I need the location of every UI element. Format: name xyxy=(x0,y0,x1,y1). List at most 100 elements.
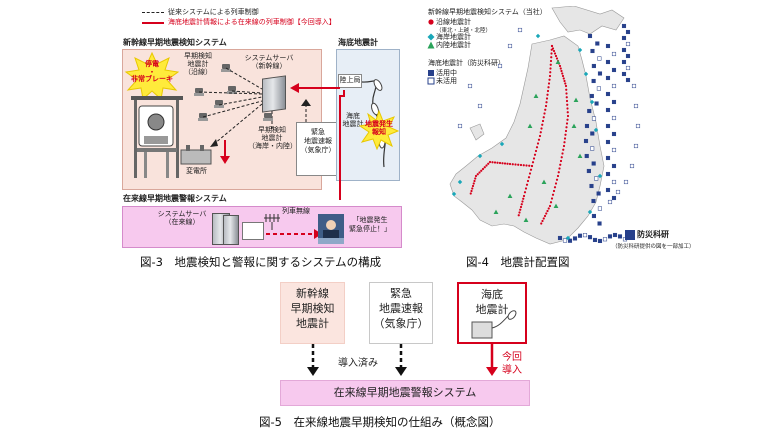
ocean-seismometer-marker xyxy=(577,233,583,238)
land-station-label: 陸上局 xyxy=(339,76,361,84)
along-line-marker xyxy=(559,163,562,166)
along-line-marker xyxy=(474,174,478,178)
along-line-marker xyxy=(496,161,499,164)
legend-not-used-square xyxy=(427,77,435,85)
blackout-label: 停電 ・ 非常ブレーキ xyxy=(131,60,173,84)
along-line-marker xyxy=(543,214,547,218)
ocean-seismometer-marker xyxy=(591,198,596,204)
along-line-marker xyxy=(526,179,530,183)
fig4-caption: 図-4 地震計配置図 xyxy=(466,255,570,269)
ocean-seismometer-marker xyxy=(467,83,473,89)
ocean-seismometer-marker xyxy=(477,103,483,109)
sensor-icon xyxy=(263,113,273,121)
quake-report-label: 地震発生 報知 xyxy=(365,120,393,137)
along-line-marker xyxy=(488,160,492,164)
ocean-seismometer-marker xyxy=(605,171,611,177)
ocean-seismometer-marker xyxy=(590,48,595,54)
ocean-seismometer-marker xyxy=(605,123,611,129)
coast-seismometer-marker xyxy=(565,235,571,241)
ocean-seismometer-marker xyxy=(592,237,598,243)
along-line-marker xyxy=(558,64,562,68)
ocean-seismometer-marker xyxy=(625,41,631,47)
ocean-seismometer-marker xyxy=(607,234,613,239)
ocean-seismometer-marker xyxy=(590,131,595,136)
along-line-marker xyxy=(564,82,567,85)
sensor-icon xyxy=(194,88,204,96)
ocean-seismometer-marker xyxy=(621,47,627,53)
along-line-marker xyxy=(491,161,494,164)
along-line-marker xyxy=(536,142,540,145)
ocean-seismometer-marker xyxy=(595,41,600,46)
ocean-seismometer-marker xyxy=(589,93,594,99)
ocean-seismometer-marker xyxy=(605,59,611,65)
along-line-marker xyxy=(561,152,564,155)
along-line-marker xyxy=(545,97,549,100)
system-server-shinkansen-label: システムサーバ （新幹線） xyxy=(244,54,294,71)
along-line-marker xyxy=(547,82,551,85)
inland-seismometer-marker xyxy=(507,193,513,198)
along-line-marker xyxy=(565,126,568,129)
along-line-marker xyxy=(546,93,549,96)
ocean-seismometer-marker xyxy=(594,101,599,106)
along-line-marker xyxy=(543,112,546,115)
ocean-seismometer-marker xyxy=(557,235,563,241)
inland-seismometer-marker xyxy=(533,93,539,98)
inland-seismometer-marker xyxy=(523,217,529,222)
along-line-marker xyxy=(565,122,569,125)
along-line-marker xyxy=(540,222,543,225)
along-line-marker xyxy=(506,162,509,165)
along-line-marker xyxy=(548,74,552,78)
along-line-marker xyxy=(554,54,558,58)
ocean-seismometer-marker xyxy=(621,35,627,41)
along-line-marker xyxy=(547,86,550,89)
ocean-seismometer-marker xyxy=(591,213,597,219)
along-line-marker xyxy=(517,163,520,166)
fig5-red-arrow xyxy=(486,344,498,376)
coast-seismometer-marker xyxy=(577,47,583,53)
ocean-seismometer-marker xyxy=(591,161,596,166)
eew-arrow xyxy=(301,99,311,122)
ocean-seismometer-marker xyxy=(591,116,597,121)
along-line-marker xyxy=(511,163,514,166)
fig5-shinkansen-box: 新幹線 早期検知 地震計 xyxy=(280,282,345,344)
along-line-marker xyxy=(522,164,525,167)
along-line-marker xyxy=(483,166,486,169)
ocean-seismometer-marker xyxy=(611,131,617,137)
ocean-seismometer-marker xyxy=(596,86,601,91)
ocean-seismometer-marker xyxy=(625,29,631,35)
coast-seismometer-marker xyxy=(587,209,593,215)
along-line-marker xyxy=(538,134,542,138)
ocean-title: 海底地震計 xyxy=(338,38,378,47)
along-line-marker xyxy=(544,108,547,111)
bosai-logo: 防災科研 xyxy=(637,230,669,239)
ocean-seismometer-marker xyxy=(567,238,573,243)
along-line-marker xyxy=(548,204,552,208)
along-line-marker xyxy=(521,200,524,203)
legend-along-line-sub: （東北・上越・北陸） xyxy=(436,28,492,34)
ocean-seismometer-marker xyxy=(625,53,631,59)
ocean-seismometer-marker xyxy=(621,23,627,29)
ocean-seismometer-marker xyxy=(605,139,611,145)
along-line-marker xyxy=(529,168,533,171)
along-line-marker xyxy=(531,161,535,164)
along-line-marker xyxy=(472,182,475,185)
along-line-marker xyxy=(566,118,569,121)
ocean-seismometer-marker xyxy=(597,71,603,76)
along-line-marker xyxy=(550,197,554,200)
fig5-new-label: 今回 導入 xyxy=(502,352,522,376)
along-line-marker xyxy=(533,153,537,156)
along-line-marker xyxy=(545,101,548,104)
ocean-seismometer-marker xyxy=(587,108,592,114)
legend-coast-diamond xyxy=(427,33,435,41)
along-line-marker xyxy=(563,79,566,83)
ocean-seismometer-marker xyxy=(611,115,617,121)
ocean-seismometer-marker xyxy=(596,191,601,196)
along-line-marker xyxy=(552,49,556,53)
ocean-seismometer-marker xyxy=(457,123,463,129)
ocean-seismometer-marker xyxy=(605,75,611,81)
radio-box-icon xyxy=(242,222,264,240)
along-line-marker xyxy=(556,174,560,178)
ocean-seismometer-marker xyxy=(615,189,621,195)
ocean-seismometer-marker xyxy=(611,67,617,73)
along-line-marker xyxy=(520,203,523,206)
